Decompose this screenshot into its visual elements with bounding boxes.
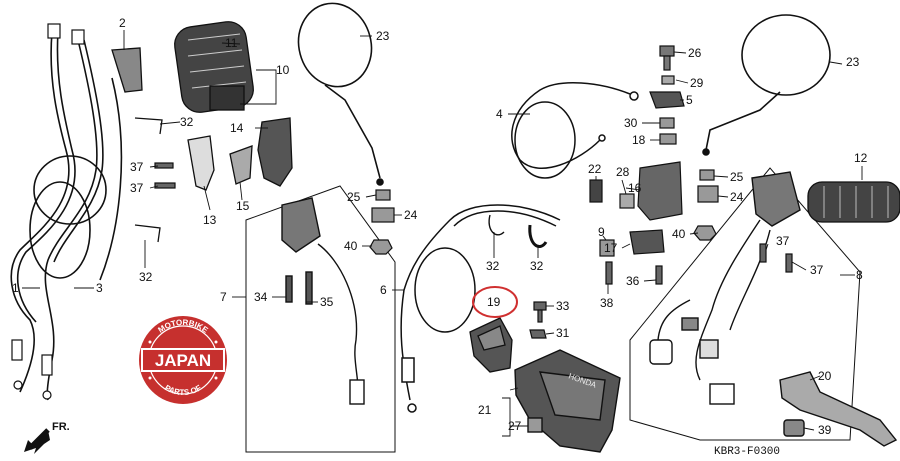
callout-c32a: 32 [180, 115, 194, 129]
leader-lines [22, 30, 863, 437]
callout-c15: 15 [236, 199, 250, 213]
callout-c13: 13 [203, 213, 217, 227]
screws-33-31 [529, 301, 547, 339]
callout-c5: 5 [686, 93, 693, 107]
callout-c26: 26 [688, 46, 702, 60]
callout-c25a: 25 [347, 190, 361, 204]
callout-c10: 10 [276, 63, 290, 77]
callout-c28: 28 [616, 165, 630, 179]
clips-32-middle [488, 214, 548, 248]
screws-37-left [154, 162, 176, 189]
front-arrow: FR. [24, 421, 70, 454]
callout-c35: 35 [320, 295, 334, 309]
callout-c23b: 23 [846, 55, 860, 69]
front-label: FR. [52, 421, 70, 433]
left-switch-assembly [281, 197, 365, 405]
clutch-cable [400, 204, 561, 413]
throttle-cables [10, 31, 123, 401]
center-switch-parts [589, 161, 683, 285]
callout-c3: 3 [96, 281, 103, 295]
callout-c37a: 37 [130, 160, 144, 174]
callout-c23a: 23 [376, 29, 390, 43]
highlight-circle-19 [472, 286, 518, 318]
callout-c31: 31 [556, 326, 570, 340]
callout-c21: 21 [478, 403, 492, 417]
callout-c29: 29 [690, 76, 704, 90]
callout-c4: 4 [496, 107, 503, 121]
callout-c32d: 32 [530, 259, 544, 273]
cable-ends [11, 23, 85, 400]
nuts-right [693, 169, 719, 241]
callout-c25b: 25 [730, 170, 744, 184]
callout-c22: 22 [588, 162, 602, 176]
callout-c24b: 24 [730, 190, 744, 204]
callout-c38: 38 [600, 296, 614, 310]
callout-c40a: 40 [344, 239, 358, 253]
mirror-right [702, 14, 831, 156]
callout-c11: 11 [225, 36, 238, 50]
screws-37-right [759, 243, 793, 273]
right-switch-assembly [649, 171, 801, 405]
callout-c14: 14 [230, 121, 244, 135]
lever-bracket-parts [649, 45, 685, 145]
diagram-code: KBR3-F0300 [714, 446, 780, 458]
callout-c32b: 32 [139, 270, 153, 284]
stamp-bottom-text: PARTS OF [163, 383, 203, 397]
left-switch-outline [245, 185, 396, 453]
callout-c37b: 37 [130, 181, 144, 195]
nuts-left-middle [369, 189, 395, 255]
cable-4 [511, 82, 639, 179]
callout-c17: 17 [604, 241, 618, 255]
callout-c32c: 32 [486, 259, 500, 273]
callout-c6: 6 [380, 283, 387, 297]
callout-c39: 39 [818, 423, 832, 437]
callout-c27: 27 [508, 419, 522, 433]
motorbike-japan-stamp: JAPAN MOTORBIKE PARTS OF [139, 316, 227, 404]
callout-c30: 30 [624, 116, 638, 130]
callout-c19: 19 [487, 295, 501, 309]
callout-c16: 16 [628, 181, 642, 195]
callout-c18: 18 [632, 133, 646, 147]
callout-c8: 8 [856, 268, 863, 282]
right-switch-outline [629, 167, 861, 441]
stamp-center-text: JAPAN [155, 351, 211, 370]
throttle-grip-assembly [111, 21, 254, 113]
callout-c40b: 40 [672, 227, 686, 241]
switch-housing-parts [134, 117, 293, 243]
callout-c34: 34 [254, 290, 268, 304]
right-grip [807, 181, 900, 223]
callout-c2: 2 [119, 16, 126, 30]
callout-c9: 9 [598, 225, 605, 239]
callout-c20: 20 [818, 369, 832, 383]
callout-c37c: 37 [776, 234, 790, 248]
callout-c12: 12 [854, 151, 868, 165]
callout-c24a: 24 [404, 208, 418, 222]
callout-c7: 7 [220, 290, 227, 304]
callout-c37d: 37 [810, 263, 824, 277]
callout-c1: 1 [12, 281, 19, 295]
callout-numbers: 2 11 10 23 32 14 37 37 13 15 32 25 24 40… [12, 16, 868, 437]
callout-c33: 33 [556, 299, 570, 313]
lever-20 [779, 371, 898, 447]
callout-c36: 36 [626, 274, 640, 288]
part-19-switch [469, 317, 513, 373]
hand-guard-cover [514, 349, 621, 453]
